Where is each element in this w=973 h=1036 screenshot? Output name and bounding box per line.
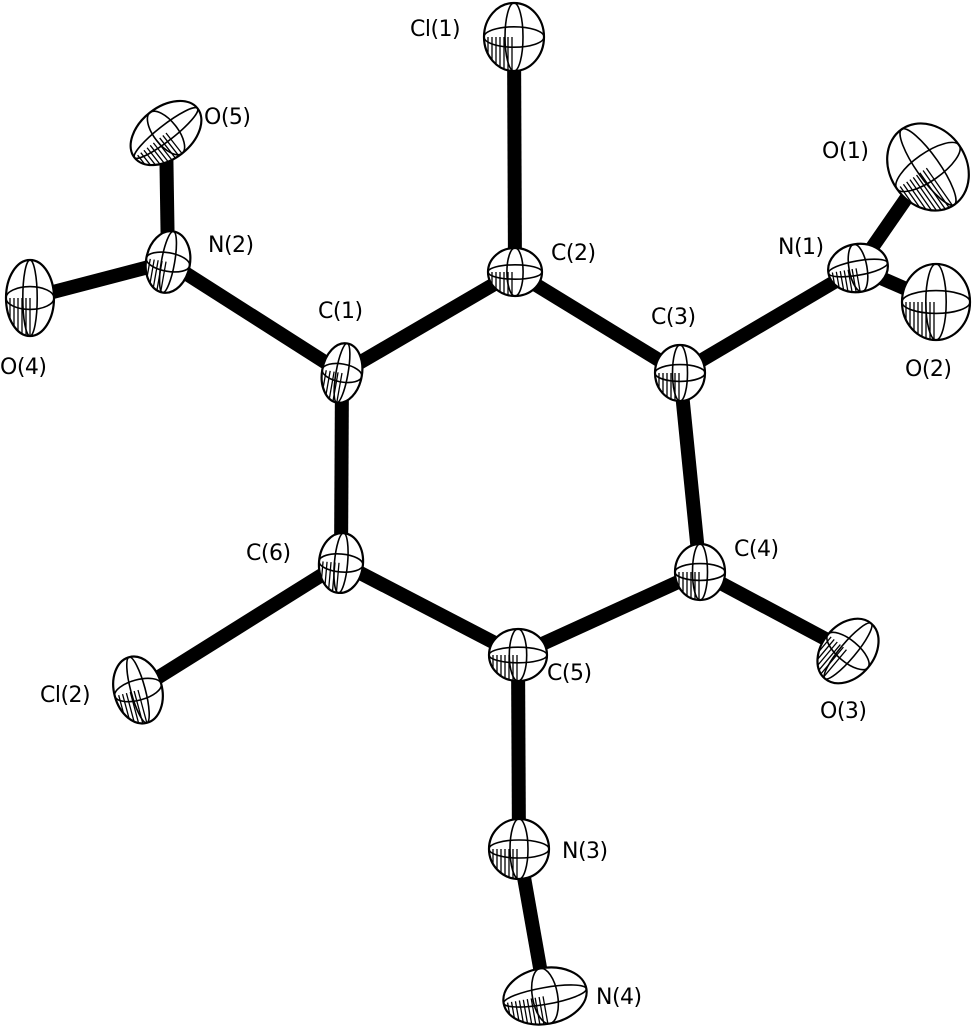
bond-C2-C3 bbox=[511, 266, 684, 379]
atom-C5 bbox=[487, 627, 549, 683]
atom-label-N2: N(2) bbox=[208, 233, 254, 258]
atom-label-O1: O(1) bbox=[822, 139, 868, 164]
bond-C5-N3 bbox=[511, 654, 526, 850]
bond-C1-C2 bbox=[338, 265, 519, 380]
bond-C4-C5 bbox=[515, 565, 703, 662]
bond-C1-N2 bbox=[164, 256, 346, 379]
atom-O5 bbox=[129, 99, 203, 179]
atom-label-O4: O(4) bbox=[0, 355, 46, 380]
atom-label-N1: N(1) bbox=[778, 235, 824, 260]
bonds-layer bbox=[28, 36, 939, 998]
bond-C3-C4 bbox=[673, 372, 707, 573]
labels-layer: C(1) C(2) C(3) C(4) C(5) C(6) Cl(1) Cl(2… bbox=[0, 17, 952, 1010]
atom-label-C1: C(1) bbox=[318, 299, 363, 324]
bond-C3-N1 bbox=[676, 261, 862, 380]
atom-Cl2 bbox=[112, 655, 164, 730]
bond-C6-Cl2 bbox=[134, 557, 345, 696]
atom-O3 bbox=[804, 617, 880, 685]
atom-N2 bbox=[140, 230, 192, 294]
atom-C1 bbox=[317, 342, 364, 404]
atom-label-Cl1: Cl(1) bbox=[410, 17, 460, 42]
atom-O2 bbox=[900, 262, 972, 342]
atom-N1 bbox=[827, 242, 889, 297]
atom-N4 bbox=[502, 966, 588, 1031]
bond-C2-Cl1 bbox=[507, 36, 522, 273]
atom-C3 bbox=[653, 343, 707, 403]
atom-Cl1 bbox=[482, 1, 546, 73]
atom-N3 bbox=[487, 817, 551, 881]
atom-label-C2: C(2) bbox=[551, 241, 596, 266]
bond-C4-O3 bbox=[696, 565, 852, 658]
atom-label-C5: C(5) bbox=[547, 661, 592, 686]
bond-C5-C6 bbox=[337, 556, 522, 662]
atoms-layer bbox=[4, 1, 972, 1031]
atom-O4 bbox=[4, 258, 56, 338]
atom-O1 bbox=[886, 122, 970, 227]
atom-label-C3: C(3) bbox=[651, 305, 696, 330]
atom-label-O2: O(2) bbox=[905, 357, 951, 382]
atom-label-N3: N(3) bbox=[562, 839, 608, 864]
bond-C6-C1 bbox=[334, 372, 349, 564]
atom-C4 bbox=[673, 542, 727, 602]
atom-label-O5: O(5) bbox=[204, 105, 250, 130]
atom-C6 bbox=[316, 531, 365, 595]
atom-label-N4: N(4) bbox=[596, 985, 642, 1010]
atom-label-C4: C(4) bbox=[734, 537, 779, 562]
atom-C2 bbox=[486, 246, 544, 298]
atom-label-Cl2: Cl(2) bbox=[40, 683, 90, 708]
atom-label-C6: C(6) bbox=[246, 541, 291, 566]
atom-label-O3: O(3) bbox=[820, 699, 866, 724]
